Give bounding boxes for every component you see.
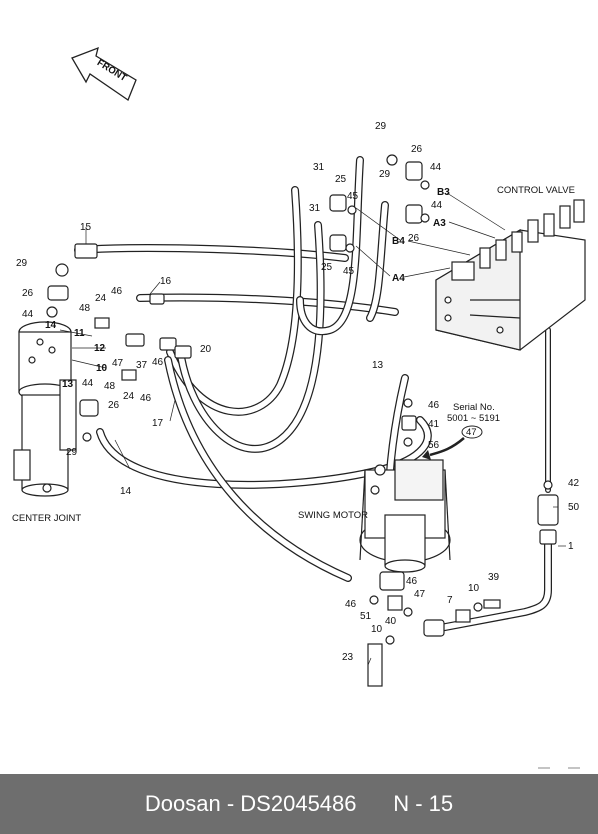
callout: 37 <box>136 360 148 371</box>
front-arrow: FRONT <box>71 46 137 101</box>
leader-lines <box>59 192 566 666</box>
swing-motor <box>359 459 451 573</box>
callout: 44 <box>82 378 94 389</box>
callout: 45 <box>343 266 355 277</box>
callout: 15 <box>80 222 92 233</box>
serial-note: Serial No. 5001 ~ 5191 47 <box>422 402 500 460</box>
callout: 20 <box>200 344 212 355</box>
callout: 26 <box>411 144 423 155</box>
callout: 46 <box>152 357 164 368</box>
callout: 7 <box>447 595 453 606</box>
callout: 56 <box>428 440 440 451</box>
callout: 24 <box>123 391 135 402</box>
callout: 10 <box>371 624 383 635</box>
callout: 29 <box>375 121 387 132</box>
serial-ref-balloon <box>461 425 483 439</box>
callout: 31 <box>313 162 325 173</box>
callout: 23 <box>342 652 354 663</box>
footer-bar: Doosan - DS2045486 N - 15 <box>0 774 598 834</box>
hose-15 <box>74 244 349 262</box>
callout: 46 <box>111 286 123 297</box>
callout: 17 <box>152 418 164 429</box>
hose-17 <box>164 356 352 582</box>
hose-a <box>166 186 302 416</box>
footer-brand: Doosan <box>144 791 221 816</box>
callout: 10 <box>468 583 480 594</box>
callout: 14 <box>120 486 132 497</box>
callout: 11 <box>74 328 85 339</box>
fittings <box>46 154 559 687</box>
callout: 46 <box>406 576 418 587</box>
serial-ref-text: 47 <box>466 427 477 438</box>
callout: 26 <box>108 400 120 411</box>
callout: 14 <box>45 320 57 331</box>
callout: 42 <box>568 478 580 489</box>
callout: 51 <box>360 611 372 622</box>
callout: 29 <box>16 258 28 269</box>
callout: 25 <box>335 174 347 185</box>
center-joint <box>13 321 77 497</box>
callout: A3 <box>433 218 446 229</box>
callout: 24 <box>95 293 107 304</box>
callout: 41 <box>428 419 440 430</box>
callout: 26 <box>22 288 34 299</box>
hose-b <box>176 221 325 453</box>
swing-motor-label: SWING MOTOR <box>298 510 368 521</box>
callout: 50 <box>568 502 580 513</box>
callout: B3 <box>437 187 450 198</box>
callout: 45 <box>347 191 359 202</box>
footer-page: N - 15 <box>393 791 454 816</box>
footer-separator: - <box>226 791 235 816</box>
callout: 10 <box>96 363 108 374</box>
hose-d <box>366 201 389 322</box>
callout: 44 <box>430 162 442 173</box>
callout: 40 <box>385 616 397 627</box>
control-valve-label: CONTROL VALVE <box>497 185 575 196</box>
callout: 47 <box>112 358 124 369</box>
hose-16 <box>136 293 399 316</box>
callout: 12 <box>94 343 106 354</box>
callout: 46 <box>345 599 357 610</box>
callout: 47 <box>414 589 426 600</box>
callout: 26 <box>408 233 420 244</box>
center-joint-label: CENTER JOINT <box>12 513 81 524</box>
callout: B4 <box>392 236 405 247</box>
serial-label-1: Serial No. <box>453 402 495 413</box>
callout: 31 <box>309 203 321 214</box>
callout: 16 <box>160 276 172 287</box>
parts-diagram: FRONT <box>12 46 586 769</box>
callout: 25 <box>321 262 333 273</box>
callout: 48 <box>104 381 116 392</box>
callout: 13 <box>62 379 74 390</box>
callout: 48 <box>79 303 91 314</box>
pipe-1 <box>439 540 552 632</box>
callout: 29 <box>379 169 391 180</box>
callout: 46 <box>140 393 152 404</box>
hose-14 <box>96 416 432 489</box>
callout: 29 <box>66 447 78 458</box>
callouts: 29 26 44 31 25 45 29 B3 44 31 A3 26 B4 2… <box>16 121 580 663</box>
callout: 44 <box>431 200 443 211</box>
control-valve <box>435 199 586 351</box>
callout: 13 <box>372 360 384 371</box>
serial-label-2: 5001 ~ 5191 <box>447 413 500 424</box>
hose-c <box>296 156 364 336</box>
callout: 39 <box>488 572 500 583</box>
callout: 1 <box>568 541 574 552</box>
callout: 46 <box>428 400 440 411</box>
footer-part-number: DS2045486 <box>240 791 357 816</box>
callout: 44 <box>22 309 34 320</box>
callout: A4 <box>392 273 405 284</box>
